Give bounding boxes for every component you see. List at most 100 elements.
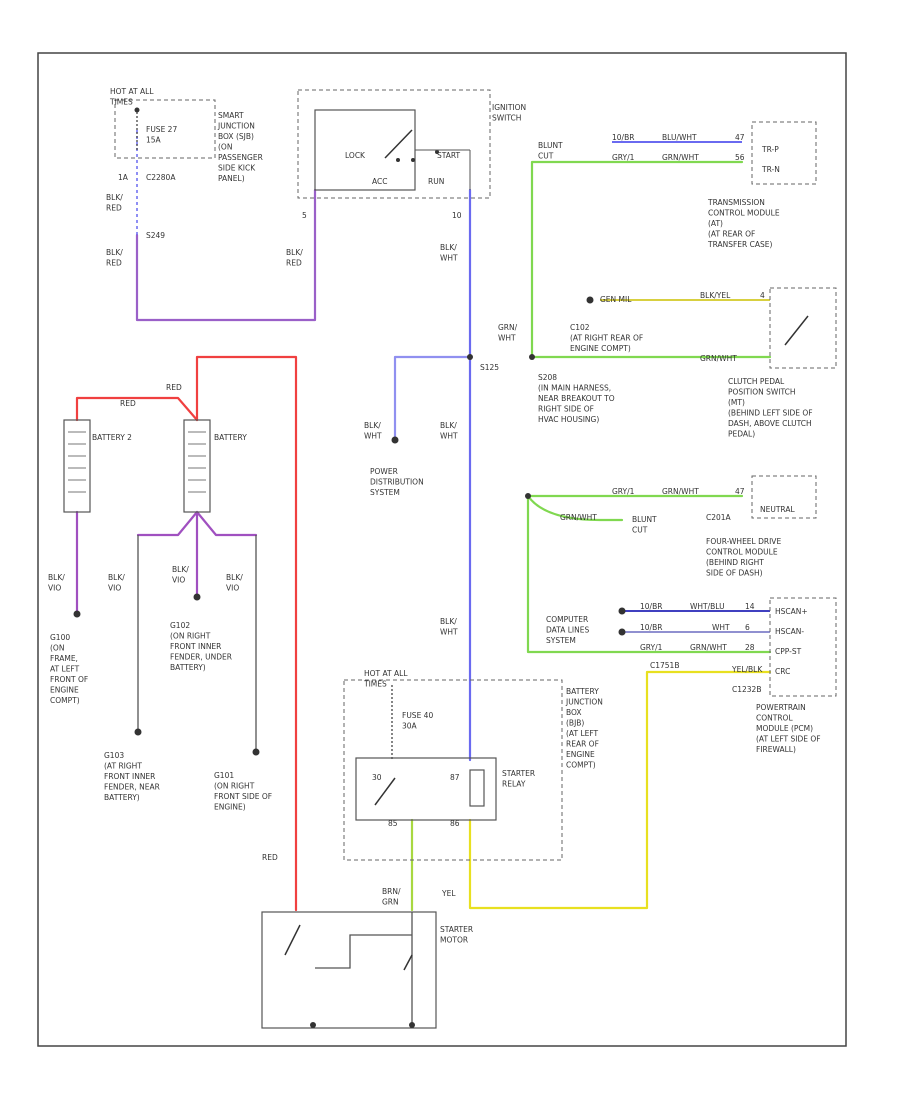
label-w-can3: GRY/1 <box>640 643 663 652</box>
clutch-switch-box <box>769 287 837 369</box>
label-battery2: BATTERY 2 <box>92 433 132 442</box>
wire-blk-red <box>135 188 317 322</box>
label-w-blk-red-2: RED <box>106 259 122 268</box>
label-w-blk-red-1: RED <box>106 204 122 213</box>
label-w-blk-vio-2: VIO <box>108 584 121 593</box>
label-w-blk-vio-4: BLK/ <box>226 573 243 582</box>
label-hscan-minus: HSCAN- <box>775 627 804 636</box>
fuse27-top <box>134 107 140 113</box>
label-bjb: REAR OF <box>566 740 599 749</box>
label-smart-jb: PANEL) <box>218 174 245 183</box>
label-w-c2280a-left: 1A <box>118 173 129 182</box>
label-s208: HVAC HOUSING) <box>538 415 599 424</box>
label-s125: S125 <box>480 363 499 372</box>
clutch-contact <box>784 315 809 346</box>
label-w-can1: 14 <box>745 602 755 611</box>
label-smart-jb: BOX (SJB) <box>218 132 254 141</box>
label-s208: RIGHT SIDE OF <box>538 405 594 414</box>
label-clutch: DASH, ABOVE CLUTCH <box>728 419 812 428</box>
starter-solenoid <box>315 934 412 969</box>
wire-grn-wht-tcm <box>530 160 772 359</box>
label-w-4wd-1: GRN/WHT <box>662 487 699 496</box>
label-w-can3: GRN/WHT <box>690 643 727 652</box>
diagram-border <box>37 52 847 1047</box>
label-neutral: NEUTRAL <box>760 505 795 514</box>
gen-mil-dot <box>586 296 594 304</box>
green-splice-4wd <box>525 493 531 499</box>
label-tcm-w1: 10/BR <box>612 133 634 142</box>
label-starter-relay: RELAY <box>502 780 526 789</box>
label-tcm-w1: 47 <box>735 133 745 142</box>
label-pin10: 10 <box>452 211 462 220</box>
can-dot-1 <box>618 607 626 615</box>
label-bjb: BOX <box>566 708 582 717</box>
tcm-box <box>751 121 817 185</box>
label-data-lines: DATA LINES <box>546 626 589 635</box>
s208-splice <box>529 354 535 360</box>
label-fourwd: CONTROL MODULE <box>706 548 778 557</box>
label-fuse27: FUSE 27 <box>146 125 177 134</box>
battery2-symbol <box>63 419 91 513</box>
label-w-blk-yel: 4 <box>760 291 765 300</box>
label-data-lines: SYSTEM <box>546 636 576 645</box>
label-tcm-w1: BLU/WHT <box>662 133 697 142</box>
power-dist-dot <box>391 436 399 444</box>
label-c102: ENGINE COMPT) <box>570 344 631 353</box>
label-hot-at-all-times-bjb: HOT AT ALL <box>364 669 408 678</box>
label-w-can2: 6 <box>745 623 750 632</box>
label-pin5: 5 <box>302 211 307 220</box>
label-w-blk-wht-1: WHT <box>440 254 458 263</box>
label-c201a: C201A <box>706 513 732 522</box>
label-battery: BATTERY <box>214 433 247 442</box>
label-fuse40: FUSE 40 <box>402 711 433 720</box>
label-tcm-w2: 56 <box>735 153 745 162</box>
label-g103: BATTERY) <box>104 793 140 802</box>
label-r85: 85 <box>388 819 398 828</box>
label-g103: FRONT INNER <box>104 772 155 781</box>
pcm-box <box>769 597 837 697</box>
battery-plates <box>188 431 206 493</box>
label-w-blk-wht-3: WHT <box>440 432 458 441</box>
label-bjb: (AT LEFT <box>566 729 599 738</box>
ignition-switch-box <box>297 89 491 199</box>
wire-yel <box>468 670 772 910</box>
label-w-can1: WHT/BLU <box>690 602 725 611</box>
label-red-3: RED <box>262 853 278 862</box>
label-w-blk-red-2: BLK/ <box>106 248 123 257</box>
relay-contact <box>374 777 396 806</box>
label-w-blk-vio-3: BLK/ <box>172 565 189 574</box>
label-pcm: POWERTRAIN <box>756 703 806 712</box>
sjb-box <box>114 99 216 159</box>
can-dot-2 <box>618 628 626 636</box>
label-g102: BATTERY) <box>170 663 206 672</box>
label-power-dist: POWER <box>370 467 398 476</box>
label-blunt-cut-1: BLUNT <box>538 141 563 150</box>
label-s208: (IN MAIN HARNESS, <box>538 384 611 393</box>
label-fourwd: (BEHIND RIGHT <box>706 558 764 567</box>
label-power-dist: SYSTEM <box>370 488 400 497</box>
label-blunt-cut-2: BLUNT <box>632 515 657 524</box>
label-pcm: (AT LEFT SIDE OF <box>756 735 821 744</box>
label-tcm: (AT REAR OF <box>708 230 755 239</box>
label-ignition-switch: IGNITION <box>492 103 526 112</box>
wire-red-battery2 <box>75 396 199 422</box>
label-blunt-cut-1: CUT <box>538 152 554 161</box>
label-smart-jb: PASSENGER <box>218 153 263 162</box>
label-fourwd: SIDE OF DASH) <box>706 569 763 578</box>
label-w-blk-red-3: BLK/ <box>286 248 303 257</box>
label-g102: G102 <box>170 621 190 630</box>
label-yel-blk: YEL/BLK <box>731 665 763 674</box>
label-w-blk-vio-1: BLK/ <box>48 573 65 582</box>
label-tcm: (AT) <box>708 219 723 228</box>
starter-gnd-dot <box>310 1022 316 1028</box>
label-w-blk-vio-3: VIO <box>172 576 185 585</box>
label-g103: G103 <box>104 751 124 760</box>
label-w-4wd-1: 47 <box>735 487 745 496</box>
label-starter-relay: STARTER <box>502 769 535 778</box>
label-hot-at-all-times-top: HOT AT ALL <box>110 87 154 96</box>
label-w-blk-wht-4: BLK/ <box>440 617 457 626</box>
label-tcm: TRANSFER CASE) <box>707 240 773 249</box>
label-w-grn-wht-2: WHT <box>498 334 516 343</box>
label-g100: (ON <box>50 644 64 653</box>
